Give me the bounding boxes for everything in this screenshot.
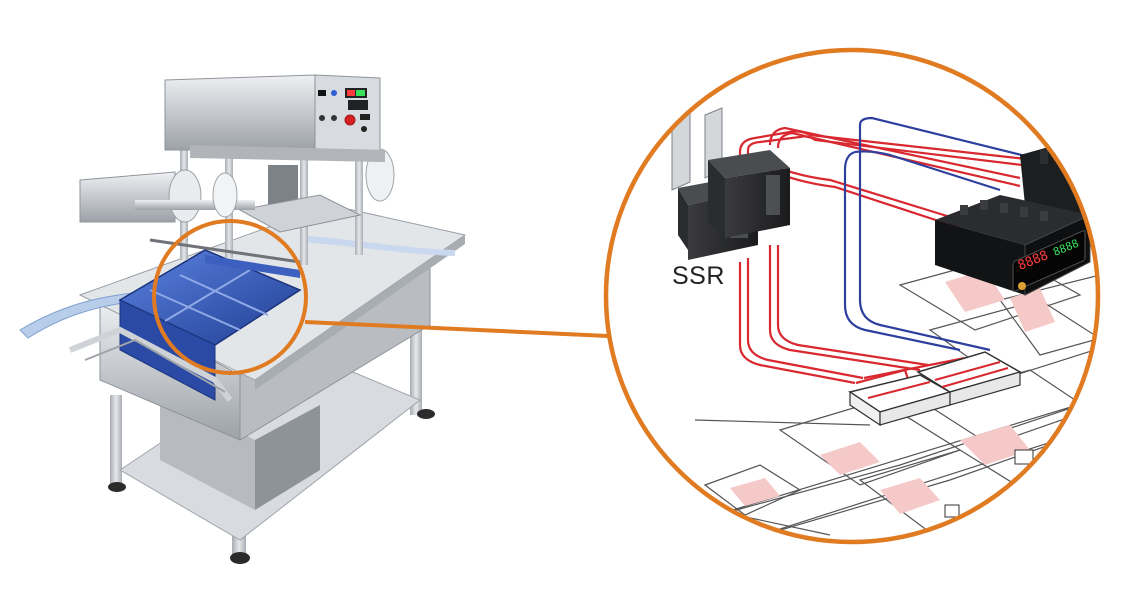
zoom-source-circle (152, 219, 308, 375)
blue-wires (843, 116, 1051, 352)
zoom-connector-line (304, 320, 609, 338)
ssr-relay-icon (671, 107, 790, 260)
zoom-circle (603, 47, 1101, 545)
machine-leg-back-right (410, 330, 422, 415)
heater-block-icon (848, 351, 1022, 427)
ssr-label: SSR (672, 262, 725, 290)
machine-illustration (19, 74, 467, 564)
machine-leg-front-left (110, 395, 122, 485)
zoom-detail: 8888 8888 (606, 50, 1098, 542)
